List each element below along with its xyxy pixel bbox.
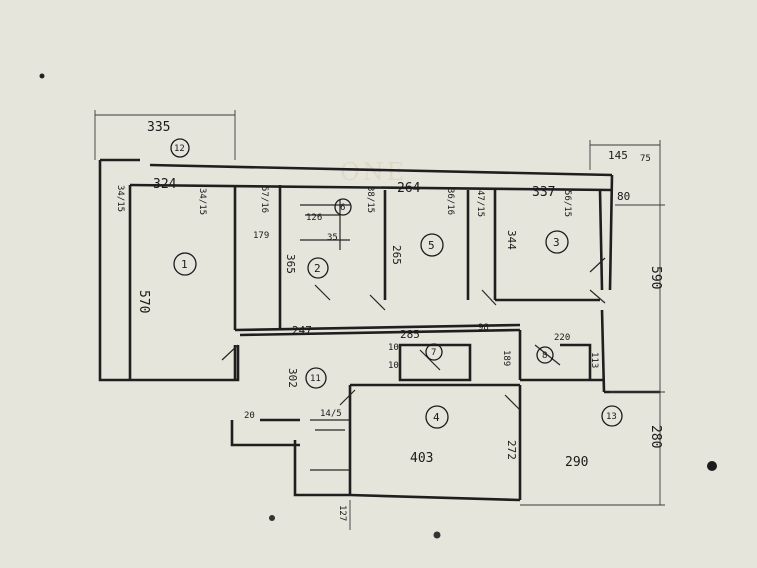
svg-text:12: 12 — [174, 144, 185, 154]
scan-specks — [39, 73, 717, 539]
svg-text:5: 5 — [428, 239, 435, 252]
dim-bottom-depth: 127 — [337, 505, 347, 521]
watermark: ONE — [340, 158, 407, 186]
svg-text:2: 2 — [314, 262, 321, 275]
dim-room4-height: 344 — [505, 230, 518, 250]
dimension-lines — [94, 110, 665, 530]
dim-room2-height: 365 — [284, 254, 297, 274]
dim-kitchen-width: 403 — [410, 451, 433, 466]
dim-hall-width: 247 — [292, 324, 312, 337]
room-marker-1: 1 — [173, 252, 197, 276]
dim-balcony-left: 324 — [153, 177, 177, 192]
dim-entry-left: 20 — [244, 411, 255, 421]
dim-room2-width: 179 — [253, 231, 269, 241]
walls — [98, 158, 660, 502]
opening-c: 38/15 — [365, 186, 375, 213]
dim-top-right: 145 — [608, 149, 628, 162]
dim-entry-small: 10 — [388, 343, 399, 353]
dim-right-lower: 280 — [648, 425, 663, 448]
svg-text:4: 4 — [433, 411, 440, 424]
dim-bath-width: 220 — [554, 333, 570, 343]
svg-text:6: 6 — [340, 203, 345, 213]
opening-e: 47/15 — [475, 190, 485, 217]
dim-top-overall: 335 — [147, 120, 170, 135]
dim-bath-small: 113 — [589, 352, 599, 368]
dim-hall-small: 10 — [388, 361, 399, 371]
room-marker-5: 5 — [420, 233, 444, 257]
dim-wc-width: 35 — [327, 233, 338, 243]
room-marker-11: 11 — [305, 367, 327, 389]
svg-text:11: 11 — [310, 374, 321, 384]
svg-text:1: 1 — [181, 258, 188, 271]
opening-d: 36/16 — [445, 188, 455, 215]
room-marker-3: 3 — [545, 230, 569, 254]
svg-text:7: 7 — [431, 348, 436, 358]
dimension-labels: 335 145 75 80 590 280 324 264 337 570 17… — [136, 120, 663, 521]
dim-passage-small: 98 — [478, 323, 489, 333]
dim-loggia-width: 290 — [565, 455, 588, 470]
opening-h: 14/5 — [320, 409, 342, 419]
dim-right-offset: 80 — [617, 190, 630, 203]
dim-room1-height: 570 — [136, 290, 151, 313]
svg-text:13: 13 — [606, 412, 617, 422]
opening-labels: 34/15 57/16 38/15 36/16 47/15 56/15 34/1… — [115, 185, 572, 419]
dim-right-overall: 590 — [648, 266, 663, 289]
opening-b: 57/16 — [259, 186, 269, 213]
dim-corridor-width: 264 — [397, 181, 421, 196]
dim-room5-height: 265 — [390, 245, 403, 265]
room-markers: 1 2 3 4 5 6 7 8 — [170, 138, 623, 429]
dim-top-right-small: 75 — [640, 154, 651, 164]
room-marker-4: 4 — [425, 405, 449, 429]
svg-text:8: 8 — [542, 351, 547, 361]
room-marker-8: 8 — [536, 346, 554, 364]
opening-g: 34/15 — [115, 185, 125, 212]
room-marker-12: 12 — [170, 138, 190, 158]
dim-room3-width: 337 — [532, 185, 555, 200]
opening-f: 56/15 — [562, 190, 572, 217]
svg-text:3: 3 — [553, 236, 560, 249]
dim-kitchen-height: 272 — [505, 440, 518, 460]
dim-bath-height: 189 — [501, 350, 511, 366]
dim-passage: 285 — [400, 328, 420, 341]
room-marker-7: 7 — [425, 343, 443, 361]
opening-a: 34/15 — [197, 188, 207, 215]
room-marker-6: 6 — [334, 198, 352, 216]
room-marker-13: 13 — [601, 405, 623, 427]
doors — [221, 200, 606, 471]
dim-wc-height: 126 — [306, 213, 322, 223]
dim-hall-height: 302 — [286, 368, 299, 388]
room-marker-2: 2 — [307, 257, 329, 279]
